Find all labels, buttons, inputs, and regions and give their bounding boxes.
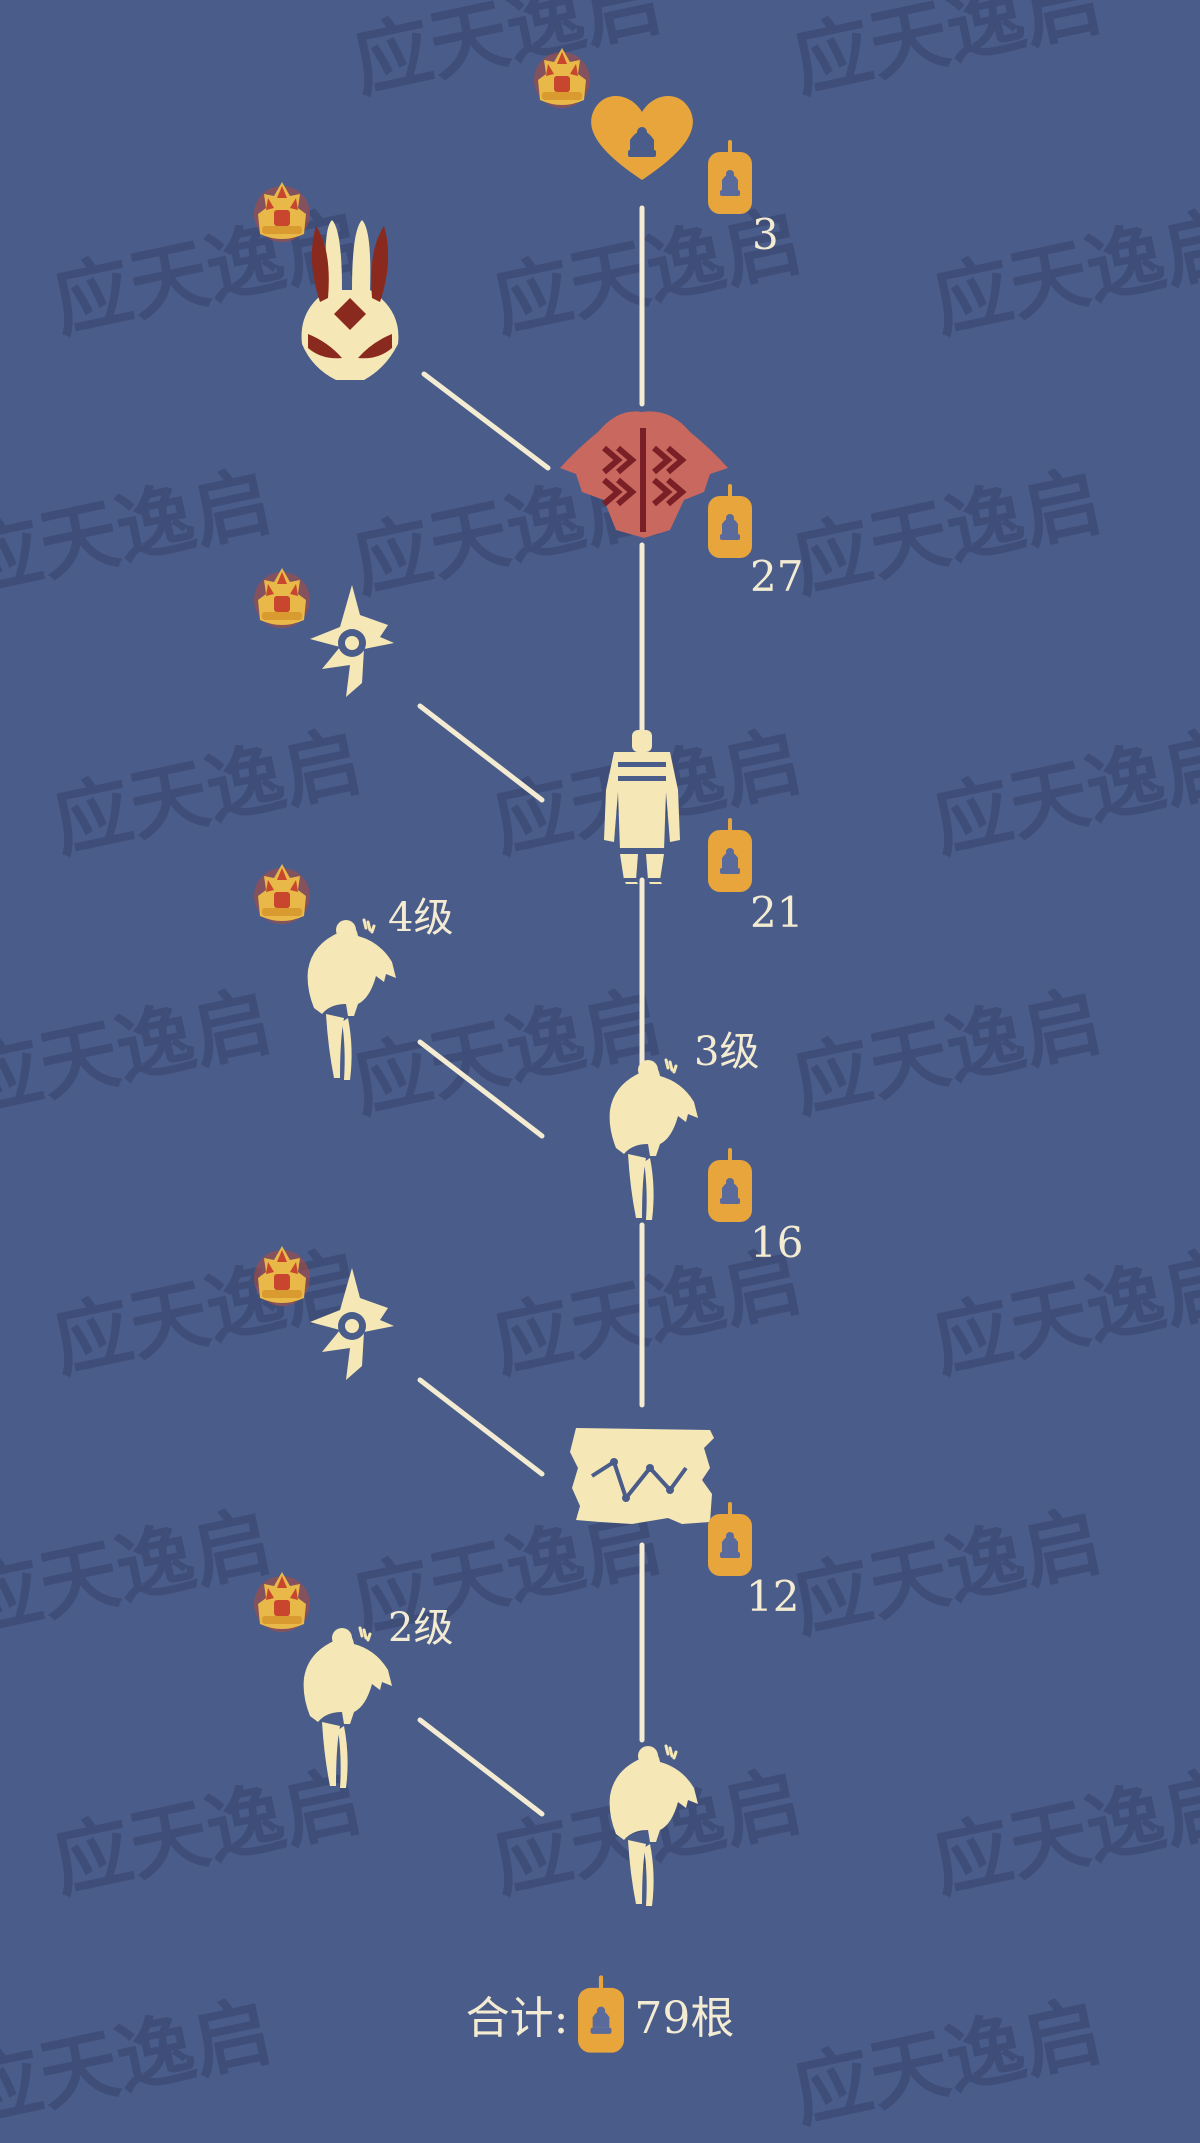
emote-icon[interactable] <box>306 918 398 1082</box>
ascended-candle-icon <box>254 568 310 628</box>
candle-icon <box>708 1148 752 1222</box>
level-label: 4级 <box>388 895 454 941</box>
mask-icon[interactable] <box>301 220 399 380</box>
branch-line <box>417 703 545 803</box>
cost-music-sheet: 12 <box>746 1572 800 1621</box>
candle-icon <box>578 1975 625 2053</box>
level-label: 2级 <box>388 1605 454 1651</box>
emote-icon[interactable] <box>608 1058 700 1222</box>
total-value: 79根 <box>634 1993 735 2044</box>
branch-line <box>417 1039 545 1139</box>
heart-icon[interactable] <box>591 95 693 180</box>
candle-icon <box>708 818 752 892</box>
branch-line <box>417 1717 545 1817</box>
level-label: 3级 <box>694 1029 760 1075</box>
emote-icon[interactable] <box>302 1626 394 1790</box>
ascended-candle-icon <box>534 48 590 108</box>
cape-icon[interactable] <box>560 411 728 538</box>
cost-heart: 3 <box>752 210 779 259</box>
branch-line <box>417 1377 545 1477</box>
cost-outfit: 21 <box>750 888 804 937</box>
hair-accessory-icon[interactable] <box>310 585 394 697</box>
branch-line <box>421 371 551 471</box>
ascended-candle-icon <box>254 1246 310 1306</box>
branch-lines <box>417 371 551 1817</box>
cost-cape: 27 <box>750 552 804 601</box>
hair-accessory-icon[interactable] <box>310 1268 394 1380</box>
total-footer: 合计: 79根 <box>0 1975 1200 2053</box>
ascended-candle-icon <box>254 864 310 924</box>
total-label: 合计: <box>465 1993 569 2044</box>
emote-icon[interactable] <box>608 1744 700 1908</box>
ascended-candle-icon <box>254 1572 310 1632</box>
outfit-icon[interactable] <box>604 730 680 884</box>
candle-icon <box>708 484 752 558</box>
candle-icon <box>708 1502 752 1576</box>
ascended-candle-icon <box>254 182 310 242</box>
candle-icon <box>708 140 752 214</box>
music-sheet-icon[interactable] <box>570 1428 714 1524</box>
cost-emote: 16 <box>750 1218 804 1267</box>
